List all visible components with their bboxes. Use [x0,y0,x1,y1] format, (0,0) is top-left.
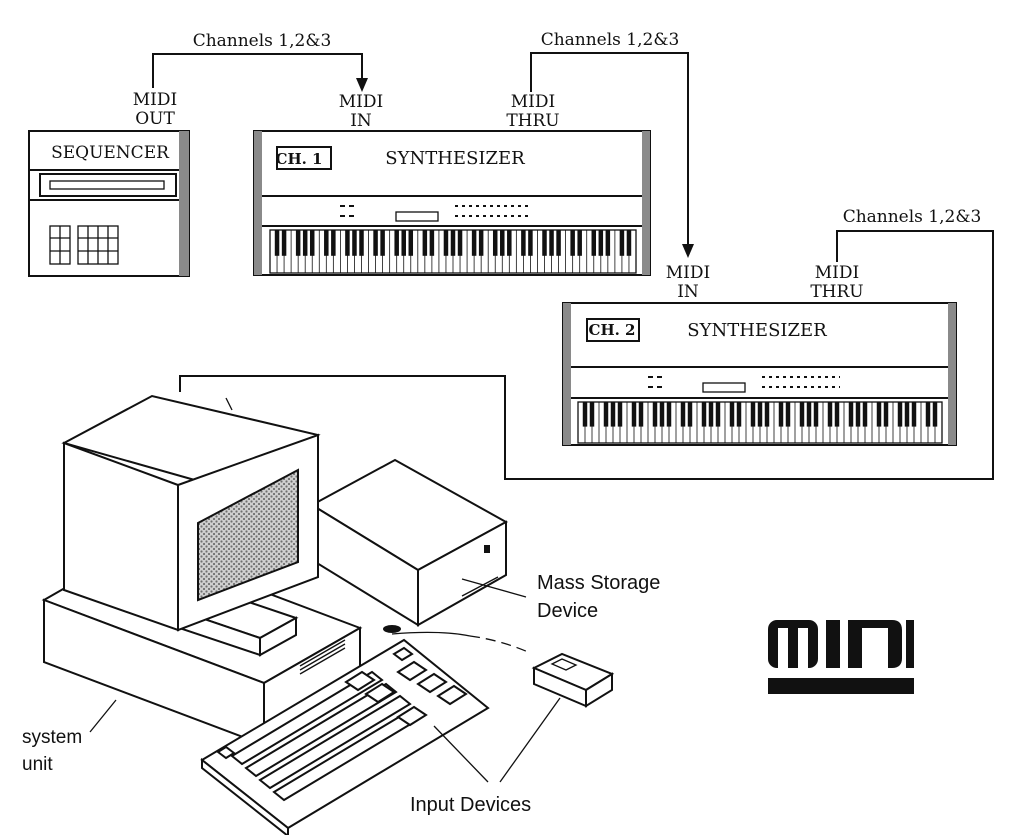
keyboard-function-keys [216,646,468,760]
synth2-keyboard [582,402,938,443]
cable-label-synth2-out: Channels 1,2&3 [843,207,982,227]
synthesizer-2 [562,302,957,446]
port-label-synth1-in-2: IN [350,111,372,131]
cable-synth1-to-synth2 [530,52,694,258]
mass-storage-label-2: Device [537,600,598,622]
port-label-synth1-thru-2: THRU [506,111,559,131]
synth2-channel-label: CH. 2 [589,321,636,339]
midi-logo [768,620,914,694]
synth1-channel-label: CH. 1 [276,150,323,168]
cable-sequencer-to-synth1 [152,53,368,92]
monitor [61,394,321,657]
port-label-synth2-thru-1: MIDI [815,263,859,283]
synth2-leds [648,376,662,388]
mass-storage-device [310,458,509,633]
mass-storage-label-1: Mass Storage [537,572,660,594]
cable-synth2-to-computer [179,230,994,480]
sequencer-keypad-left [49,225,71,265]
cable-label-seq-synth1: Channels 1,2&3 [193,31,332,51]
port-label-synth1-in-1: MIDI [339,92,383,112]
port-label-synth2-thru-2: THRU [810,282,863,302]
keyboard-cable [391,631,529,653]
synth1-keyboard [274,230,632,273]
computer-keyboard [200,638,490,835]
keyboard-key-rows [230,670,426,802]
port-label-seq-out-1: MIDI [133,90,177,110]
port-label-synth2-in-1: MIDI [666,263,710,283]
cable-label-synth1-synth2: Channels 1,2&3 [541,30,680,50]
mouse [531,652,615,708]
port-label-seq-out-2: OUT [135,109,175,129]
synthesizer-1 [253,130,651,276]
port-label-synth2-in-2: IN [677,282,699,302]
sequencer-device [28,130,190,277]
monitor-screen [197,468,299,602]
system-unit-vents [299,639,346,675]
synth2-name-label: SYNTHESIZER [687,320,827,341]
system-unit-label-1: system [22,727,82,748]
sequencer-keypad-right [77,225,119,265]
input-devices-label: Input Devices [410,794,531,816]
system-unit-label-2: unit [22,754,53,775]
sequencer-label: SEQUENCER [51,143,170,163]
port-label-synth1-thru-1: MIDI [511,92,555,112]
synth1-name-label: SYNTHESIZER [385,148,525,169]
callout-lines [89,578,561,783]
synth1-leds [340,205,354,217]
